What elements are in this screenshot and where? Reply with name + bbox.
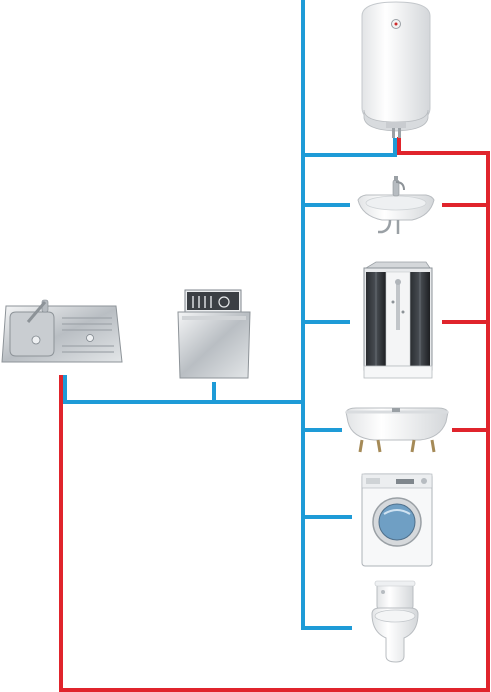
water-heater-icon [361, 1, 431, 138]
dishwasher-icon [177, 289, 251, 379]
bathtub-icon [345, 407, 449, 453]
shower-cabin-icon [363, 261, 433, 379]
kitchen-sink-icon [1, 299, 123, 363]
cold-branch-kitchen [63, 375, 303, 404]
cold-branch-water-heater [303, 138, 397, 157]
toilet-icon [371, 580, 419, 663]
cold-water-pipes [63, 0, 397, 630]
washing-machine-icon [361, 473, 433, 567]
washbasin-icon [357, 176, 435, 234]
cold-main-riser [301, 0, 352, 630]
hot-water-pipes [59, 137, 490, 692]
hot-main-riser [59, 137, 490, 692]
